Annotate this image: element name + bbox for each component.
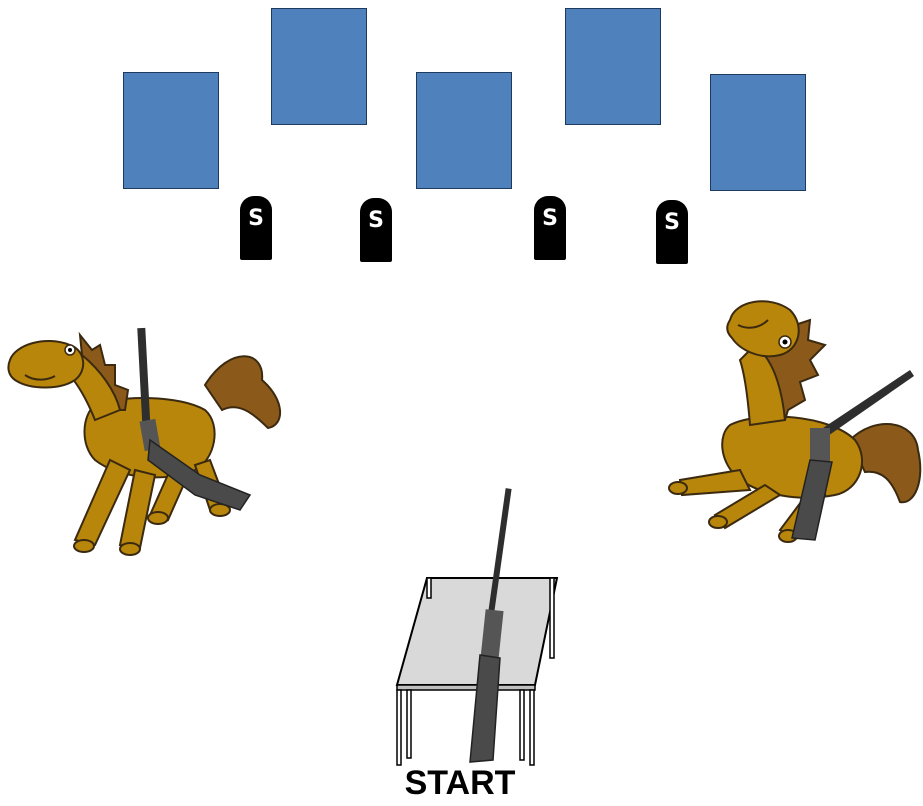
tombstone-icon-2: S [360, 198, 392, 262]
rifle-icon-left [137, 327, 252, 511]
tombstone-symbol-1: S [248, 206, 264, 231]
rifle-icon-table [469, 488, 512, 763]
tombstone-symbol-3: S [542, 206, 558, 231]
rifle-icon-right [791, 370, 914, 541]
target-3[interactable] [416, 72, 512, 189]
tombstone-icon-3: S [534, 196, 566, 260]
tombstone-symbol-4: S [664, 210, 680, 235]
target-5[interactable] [710, 74, 806, 191]
tombstone-symbol-2: S [368, 208, 384, 233]
tombstone-icon-4: S [656, 200, 688, 264]
start-label: START [404, 764, 516, 802]
target-4[interactable] [565, 8, 661, 125]
tombstone-icon-1: S [240, 196, 272, 260]
horse-icon-right [668, 300, 922, 543]
horse-icon-left [7, 327, 282, 556]
target-1[interactable] [123, 72, 219, 189]
table-icon [395, 488, 559, 766]
target-2[interactable] [271, 8, 367, 125]
